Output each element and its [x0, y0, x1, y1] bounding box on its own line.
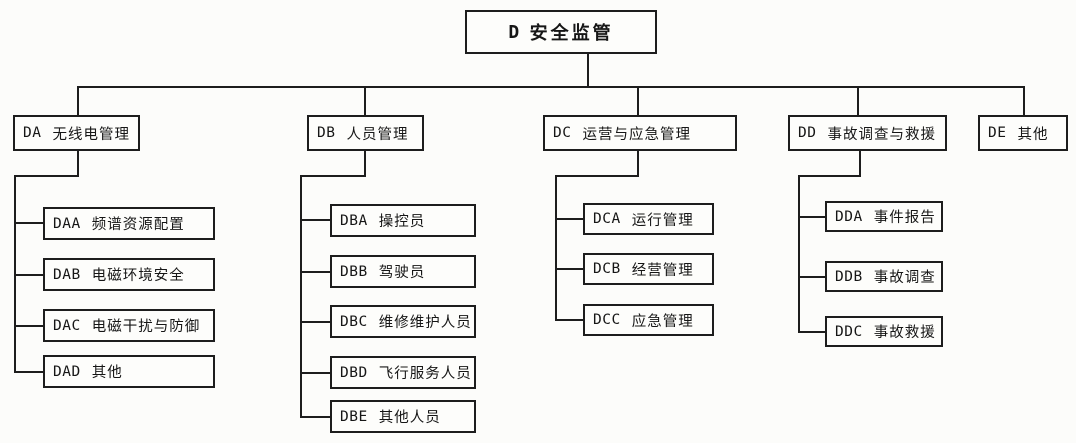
node-code: DC — [553, 125, 572, 141]
connector-line — [555, 268, 583, 270]
node-dc: DC 运营与应急管理 — [543, 115, 737, 151]
node-code: DBB — [340, 263, 368, 280]
node-dab: DAB 电磁环境安全 — [43, 258, 215, 291]
node-label: 维修维护人员 — [378, 315, 472, 331]
connector-line — [14, 222, 43, 224]
node-label: 驾驶员 — [378, 265, 426, 281]
node-dcc: DCC 应急管理 — [583, 304, 714, 336]
connector-line — [798, 175, 861, 177]
node-code: DD — [798, 125, 817, 141]
connector-line — [300, 219, 330, 221]
node-label: 事故调查与救援 — [827, 126, 936, 143]
connector-line — [637, 86, 639, 116]
node-dbc: DBC 维修维护人员 — [330, 305, 476, 338]
node-code: D — [508, 21, 520, 43]
node-dbb: DBB 驾驶员 — [330, 255, 476, 288]
connector-line — [555, 175, 557, 321]
connector-line — [77, 86, 1025, 88]
node-d-root: D 安全监管 — [465, 10, 657, 54]
node-dbd: DBD 飞行服务人员 — [330, 356, 476, 389]
node-code: DBE — [340, 408, 368, 425]
connector-line — [798, 175, 800, 333]
node-label: 电磁环境安全 — [91, 268, 185, 284]
node-code: DAC — [53, 317, 81, 334]
connector-line — [555, 218, 583, 220]
connector-line — [859, 151, 861, 177]
node-dd: DD 事故调查与救援 — [788, 115, 947, 151]
node-code: DBD — [340, 364, 368, 381]
node-code: DCC — [593, 312, 621, 328]
node-code: DE — [988, 125, 1007, 141]
node-dda: DDA 事件报告 — [825, 201, 943, 232]
node-label: 无线电管理 — [52, 126, 130, 143]
node-da: DA 无线电管理 — [13, 115, 140, 151]
connector-line — [555, 175, 639, 177]
node-ddb: DDB 事故调查 — [825, 261, 943, 292]
node-code: DBC — [340, 313, 368, 330]
connector-line — [857, 86, 859, 116]
node-label: 电磁干扰与防御 — [91, 319, 201, 335]
node-de: DE 其他 — [978, 115, 1068, 151]
node-label: 人员管理 — [346, 126, 409, 143]
connector-line — [77, 86, 79, 116]
node-label: 运营与应急管理 — [582, 126, 691, 143]
connector-line — [300, 321, 330, 323]
connector-line — [798, 216, 825, 218]
connector-line — [77, 151, 79, 177]
node-code: DDB — [835, 268, 863, 285]
node-label: 其他 — [91, 365, 123, 381]
connector-line — [1023, 86, 1025, 116]
node-label: 其他人员 — [378, 410, 441, 426]
connector-line — [300, 372, 330, 374]
node-code: DCA — [593, 211, 621, 227]
node-code: DAB — [53, 266, 81, 283]
node-db: DB 人员管理 — [307, 115, 424, 151]
node-dcb: DCB 经营管理 — [583, 253, 714, 285]
node-label: 安全监管 — [529, 23, 614, 43]
node-label: 经营管理 — [631, 262, 694, 279]
node-label: 飞行服务人员 — [378, 366, 472, 382]
node-code: DAA — [53, 215, 81, 232]
node-label: 应急管理 — [631, 313, 694, 330]
node-code: DDA — [835, 208, 863, 225]
node-ddc: DDC 事故救援 — [825, 316, 943, 347]
node-label: 事故调查 — [873, 270, 936, 286]
node-dac: DAC 电磁干扰与防御 — [43, 309, 215, 342]
node-dba: DBA 操控员 — [330, 204, 476, 237]
connector-line — [300, 416, 330, 418]
connector-line — [798, 331, 825, 333]
node-code: DAD — [53, 363, 81, 380]
node-code: DCB — [593, 261, 621, 277]
node-code: DDC — [835, 323, 863, 340]
node-dca: DCA 运行管理 — [583, 203, 714, 235]
node-code: DB — [317, 125, 336, 141]
connector-line — [637, 151, 639, 177]
node-label: 频谱资源配置 — [91, 217, 185, 233]
node-dbe: DBE 其他人员 — [330, 400, 476, 433]
connector-line — [364, 151, 366, 177]
node-code: DA — [23, 125, 42, 141]
node-label: 其他 — [1017, 126, 1049, 143]
connector-line — [798, 276, 825, 278]
connector-line — [587, 53, 589, 88]
node-daa: DAA 频谱资源配置 — [43, 207, 215, 240]
node-dad: DAD 其他 — [43, 355, 215, 388]
connector-line — [14, 371, 43, 373]
connector-line — [300, 175, 302, 418]
connector-line — [555, 319, 583, 321]
connector-line — [300, 175, 366, 177]
node-label: 事件报告 — [873, 210, 936, 226]
connector-line — [14, 274, 43, 276]
connector-line — [364, 86, 366, 116]
node-label: 事故救援 — [873, 325, 936, 341]
node-label: 操控员 — [378, 214, 426, 230]
connector-line — [14, 175, 79, 177]
connector-line — [14, 325, 43, 327]
node-label: 运行管理 — [631, 212, 694, 229]
connector-line — [300, 271, 330, 273]
node-code: DBA — [340, 212, 368, 229]
